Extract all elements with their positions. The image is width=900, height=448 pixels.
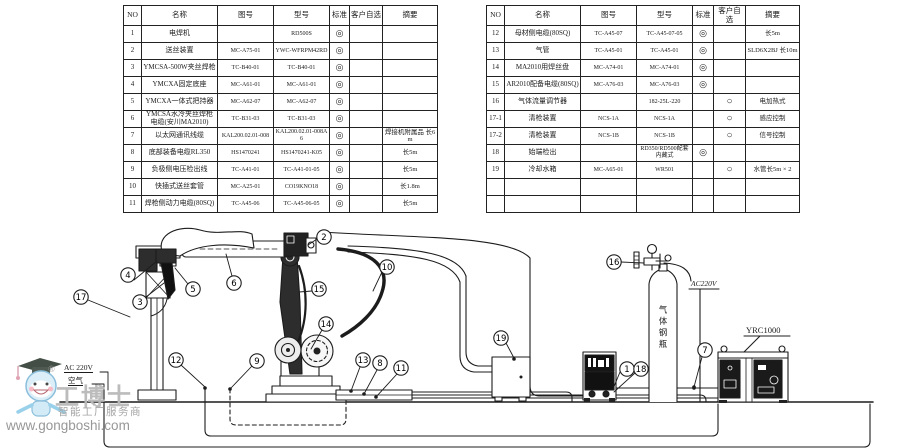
callout-number: 7	[702, 346, 707, 356]
callout-16: 16	[606, 254, 622, 270]
callout-14: 14	[318, 316, 334, 332]
callout-number: 10	[382, 263, 393, 273]
watermark-url: www.gongboshi.com	[6, 418, 130, 433]
controller-label: YRC1000	[746, 325, 781, 335]
callout-17: 17	[73, 289, 89, 305]
callout-11: 11	[393, 360, 409, 376]
gas-flow-regulator	[633, 243, 672, 271]
callout-leaders	[87, 238, 703, 399]
callout-number: 3	[137, 298, 142, 308]
table-cell	[745, 195, 800, 213]
robot-controller	[717, 335, 791, 403]
cooling-water-tank	[491, 356, 531, 402]
callout-number: 9	[254, 357, 259, 367]
callout-15: 15	[311, 281, 327, 297]
callout-number: 1	[624, 365, 629, 375]
callout-number: 12	[171, 356, 182, 366]
watermark-brand: 工博士	[55, 385, 133, 411]
table-cell: TC-A45-06	[217, 195, 274, 213]
table-cell: SLD6X2BJ 长10m	[745, 42, 800, 60]
callout-2: 2	[316, 229, 332, 245]
callout-number: 8	[377, 359, 382, 369]
callout-number: 18	[636, 365, 647, 375]
welder-power-source	[582, 351, 617, 402]
watermark-slogan: 智能工厂服务商	[58, 406, 142, 418]
air-label: 空气	[68, 376, 83, 386]
gas-cylinder-label: 气体钢瓶	[658, 305, 668, 351]
callout-number: 2	[321, 233, 326, 243]
callout-number: 5	[190, 285, 195, 295]
callout-13: 13	[355, 352, 371, 368]
callout-19: 19	[493, 330, 509, 346]
callout-10: 10	[379, 259, 395, 275]
callout-number: 4	[125, 271, 130, 281]
gas-cylinder	[648, 263, 678, 403]
callout-9: 9	[249, 353, 265, 369]
table-row	[486, 195, 800, 213]
gongboshi-mascot	[16, 358, 66, 417]
callout-number: 19	[496, 334, 507, 344]
cable-runs	[103, 231, 871, 448]
table-cell: TC-A45-06-05	[273, 195, 330, 213]
table-cell: 焊枪侧动力电缆(80SQ)	[141, 195, 218, 213]
ac220v-left-label: AC 220V	[64, 363, 93, 373]
welding-robot	[150, 227, 413, 403]
ac220v-right-label: AC220V	[691, 279, 717, 288]
callout-number: 17	[76, 293, 87, 303]
callout-8: 8	[372, 355, 388, 371]
callout-1: 1	[619, 361, 635, 377]
callout-12: 12	[168, 352, 184, 368]
callout-18: 18	[633, 361, 649, 377]
callout-number: 14	[321, 320, 332, 330]
callout-5: 5	[185, 281, 201, 297]
callout-balloons: 1 2 3 4 5 6 7 8 9 10 11 12 13 14 15 16 1…	[73, 229, 713, 377]
callout-4: 4	[120, 267, 136, 283]
callout-number: 16	[609, 258, 620, 268]
callout-number: 6	[231, 279, 236, 289]
callout-number: 13	[358, 356, 369, 366]
callout-number: 11	[396, 364, 407, 374]
registered-mark: ®	[48, 364, 55, 374]
callout-number: 15	[314, 285, 325, 295]
table-cell: 长5m	[382, 195, 438, 213]
callout-3: 3	[132, 294, 148, 310]
callout-6: 6	[226, 275, 242, 291]
callout-7: 7	[697, 342, 713, 358]
